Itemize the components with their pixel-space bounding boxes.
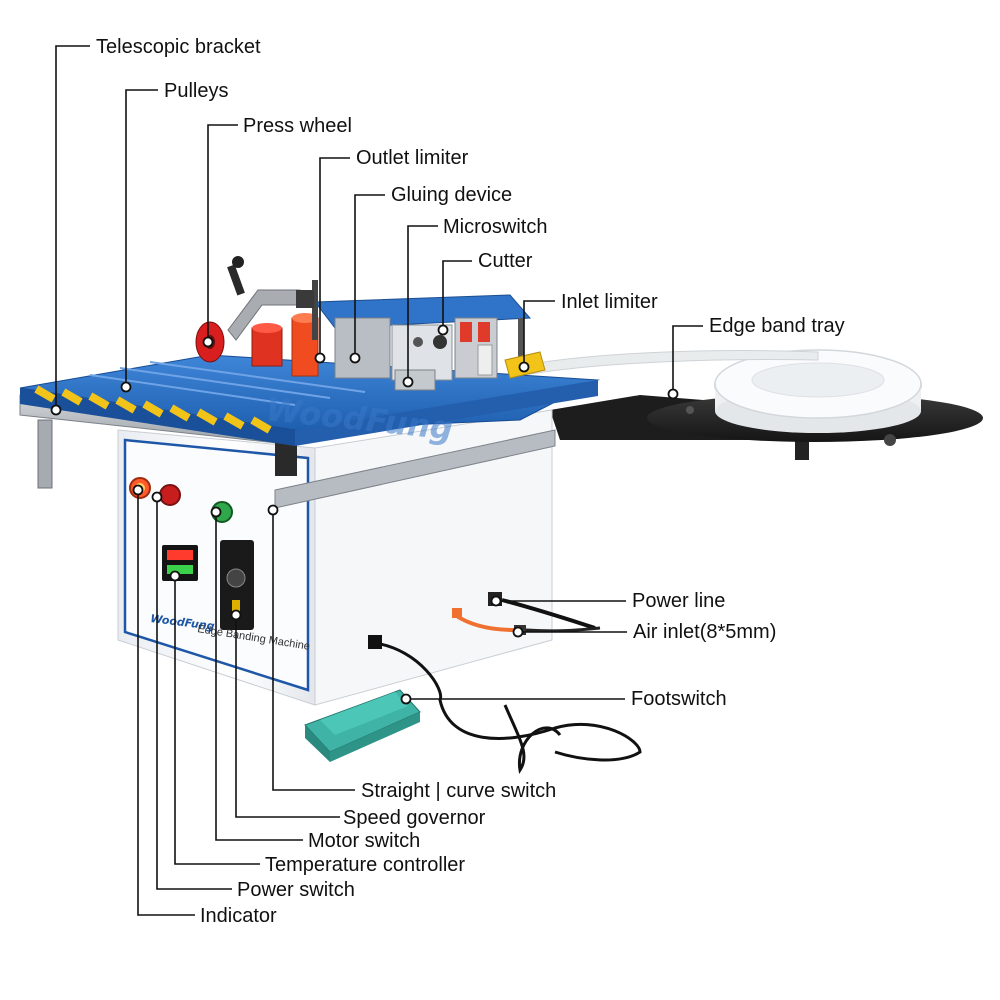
- leader-straight-curve-switch: [272, 510, 355, 791]
- marker-cutter: [437, 324, 449, 336]
- label-motor-switch: Motor switch: [308, 830, 421, 852]
- edge-band-strip: [524, 350, 819, 376]
- leader-pulleys: [125, 89, 158, 387]
- leader-speed-governor: [235, 615, 340, 818]
- leader-indicator: [137, 490, 195, 916]
- marker-air-inlet: [512, 626, 524, 638]
- label-cutter: Cutter: [478, 250, 533, 272]
- marker-microswitch: [402, 376, 414, 388]
- marker-pulleys: [120, 381, 132, 393]
- marker-power-line: [490, 595, 502, 607]
- marker-power-switch: [151, 491, 163, 503]
- label-air-inlet: Air inlet(8*5mm): [633, 621, 777, 643]
- label-indicator: Indicator: [200, 905, 277, 927]
- marker-press-wheel: [202, 336, 214, 348]
- edge-band-tray: [550, 349, 983, 460]
- pulleys: [34, 361, 366, 434]
- marker-inlet-limiter: [518, 361, 530, 373]
- label-outlet-limiter: Outlet limiter: [356, 147, 469, 169]
- leader-temperature-controller: [174, 576, 260, 865]
- label-pulleys: Pulleys: [164, 80, 229, 102]
- label-temperature-controller: Temperature controller: [265, 854, 466, 876]
- leader-press-wheel: [207, 124, 238, 342]
- marker-temperature-controller: [169, 570, 181, 582]
- leader-motor-switch: [215, 512, 303, 841]
- label-power-switch: Power switch: [237, 879, 355, 901]
- footswitch: [304, 635, 642, 774]
- label-telescopic-bracket: Telescopic bracket: [96, 36, 261, 58]
- marker-outlet-limiter: [314, 352, 326, 364]
- label-microswitch: Microswitch: [443, 216, 548, 238]
- leader-outlet-limiter: [319, 157, 350, 358]
- label-footswitch: Footswitch: [631, 688, 727, 710]
- marker-straight-curve-switch: [267, 504, 279, 516]
- marker-speed-governor: [230, 609, 242, 621]
- marker-gluing-device: [349, 352, 361, 364]
- press-wheel-assembly: [195, 256, 314, 367]
- leader-microswitch: [407, 225, 438, 382]
- label-gluing-device: Gluing device: [391, 184, 513, 206]
- leader-gluing-device: [354, 194, 385, 358]
- leader-edge-band-tray: [672, 325, 703, 394]
- label-straight-curve-switch: Straight | curve switch: [361, 780, 557, 802]
- marker-indicator: [132, 484, 144, 496]
- leader-cutter: [442, 260, 472, 330]
- label-speed-governor: Speed governor: [343, 807, 486, 829]
- marker-edge-band-tray: [667, 388, 679, 400]
- label-edge-band-tray: Edge band tray: [709, 315, 845, 337]
- label-inlet-limiter: Inlet limiter: [561, 291, 658, 313]
- marker-telescopic-bracket: [50, 404, 62, 416]
- marker-footswitch: [400, 693, 412, 705]
- label-power-line: Power line: [632, 590, 726, 612]
- leader-inlet-limiter: [523, 300, 555, 367]
- label-press-wheel: Press wheel: [243, 115, 352, 137]
- outlet-limiter-cylinder: [291, 280, 319, 377]
- leader-power-switch: [156, 497, 232, 890]
- marker-motor-switch: [210, 506, 222, 518]
- leader-telescopic-bracket: [55, 45, 90, 410]
